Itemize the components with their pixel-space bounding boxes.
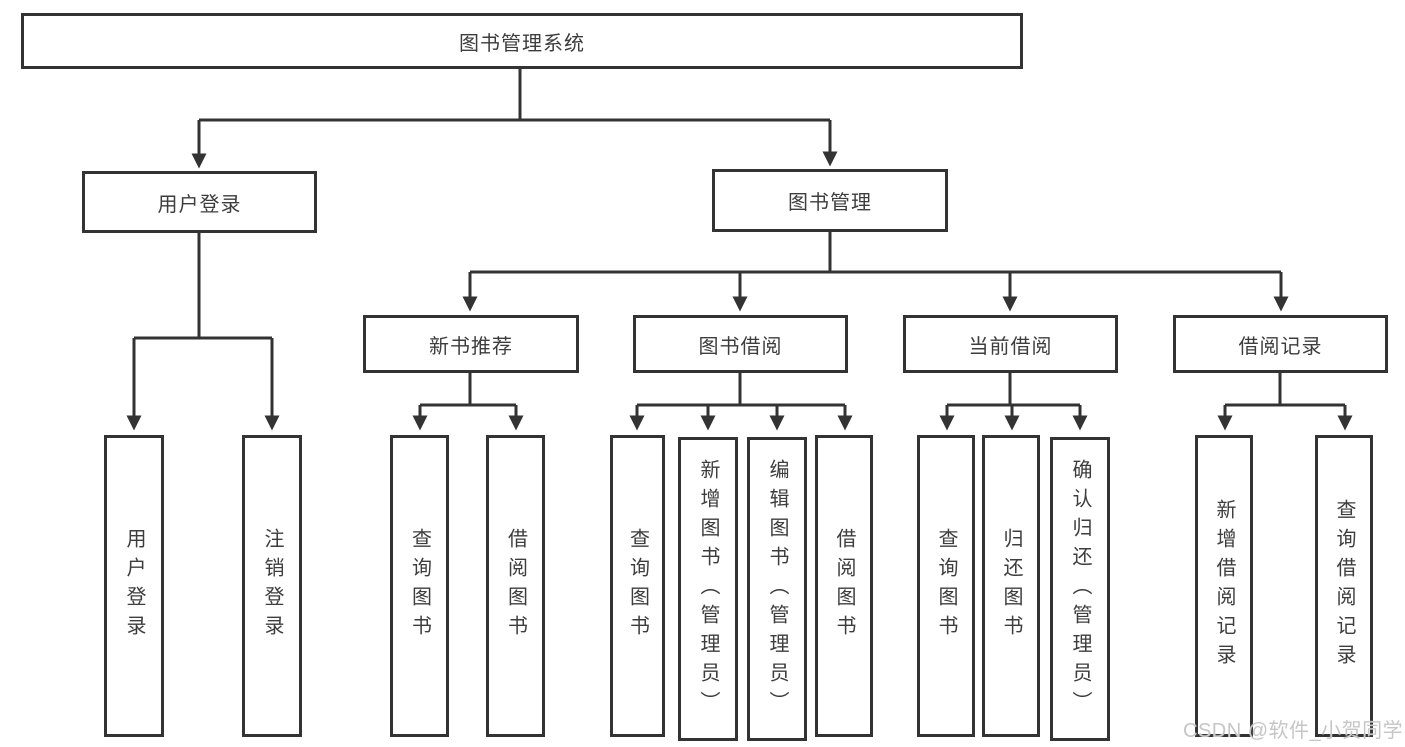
leaf-label: 归还图书 (1000, 528, 1022, 644)
node-user-login: 用户登录 (82, 171, 317, 233)
node-new-book-recommendation: 新书推荐 (363, 315, 579, 373)
connector-trunks (134, 69, 1345, 407)
node-root-library-management-system: 图书管理系统 (21, 13, 1023, 69)
node-leaf-return-books: 归还图书 (982, 435, 1040, 737)
leaf-label: 编辑图书（管理员） (766, 458, 788, 720)
csdn-watermark: CSDN @软件_小贺同学 (1183, 720, 1404, 742)
node-current-borrowing: 当前借阅 (903, 315, 1118, 373)
leaf-label: 查询图书 (408, 528, 431, 644)
node-book-management: 图书管理 (712, 169, 948, 232)
node-leaf-add-books-admin: 新增图书（管理员） (678, 437, 738, 741)
node-leaf-logout: 注销登录 (242, 435, 302, 737)
node-book-borrowing: 图书借阅 (633, 315, 848, 373)
node-leaf-query-books-rec: 查询图书 (390, 435, 449, 737)
node-leaf-query-borrow-record: 查询借阅记录 (1315, 435, 1373, 737)
node-leaf-user-login: 用户登录 (104, 435, 164, 737)
leaf-label: 查询借阅记录 (1333, 499, 1355, 673)
leaf-label: 注销登录 (261, 528, 283, 644)
leaf-label: 新增借阅记录 (1213, 499, 1235, 673)
leaf-label: 借阅图书 (504, 528, 527, 644)
leaf-label: 确认归还（管理员） (1069, 458, 1091, 720)
leaf-label: 借阅图书 (833, 528, 855, 644)
leaf-label: 用户登录 (123, 528, 145, 644)
leaf-label: 查询图书 (626, 528, 649, 644)
node-leaf-edit-books-admin: 编辑图书（管理员） (747, 437, 807, 741)
leaf-label: 查询图书 (935, 528, 957, 644)
node-leaf-add-borrow-record: 新增借阅记录 (1195, 435, 1253, 737)
leaf-label: 新增图书（管理员） (697, 458, 719, 720)
node-leaf-borrow-books: 借阅图书 (815, 435, 873, 737)
node-borrowing-records: 借阅记录 (1173, 315, 1388, 373)
node-leaf-confirm-return-admin: 确认归还（管理员） (1050, 437, 1110, 741)
connector-arrows (126, 120, 1353, 431)
node-leaf-query-books-current: 查询图书 (917, 435, 975, 737)
node-leaf-borrow-books-rec: 借阅图书 (486, 435, 545, 737)
node-leaf-query-books-borrow: 查询图书 (610, 435, 665, 737)
